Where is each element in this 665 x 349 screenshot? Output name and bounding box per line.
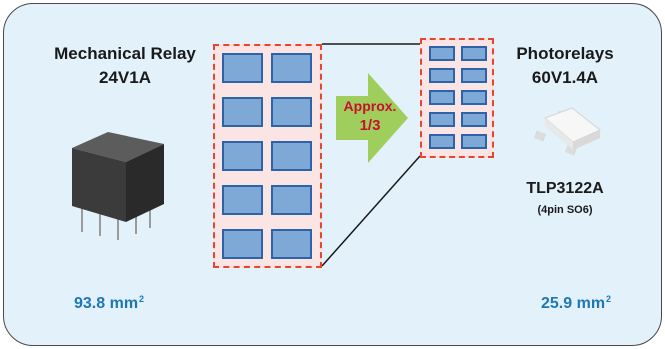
connector-line-bottom bbox=[321, 155, 421, 267]
mechanical-relay-image bbox=[72, 132, 164, 240]
footprint-cell bbox=[429, 68, 455, 83]
footprint-cell bbox=[222, 229, 263, 259]
footprint-cell bbox=[222, 97, 263, 127]
area-unit-superscript: 2 bbox=[606, 294, 612, 304]
footprint-cell bbox=[222, 185, 263, 215]
photorelay-package: (4pin SO6) bbox=[537, 204, 593, 216]
mechanical-relay-title: Mechanical Relay bbox=[54, 44, 196, 63]
ratio-label-line1: Approx. bbox=[343, 98, 397, 114]
footprint-cell bbox=[271, 97, 312, 127]
footprint-cell bbox=[271, 53, 312, 83]
photorelay-part-number: TLP3122A bbox=[526, 180, 604, 197]
footprint-cell bbox=[271, 141, 312, 171]
footprint-cell bbox=[429, 46, 455, 61]
footprint-cell bbox=[271, 229, 312, 259]
reduction-arrow bbox=[336, 73, 408, 163]
photorelay-footprint-grid bbox=[420, 38, 494, 158]
area-unit-superscript: 2 bbox=[139, 294, 145, 304]
footprint-cell bbox=[429, 90, 455, 105]
mechanical-relay-heading: Mechanical Relay 24V1A bbox=[40, 42, 210, 90]
photorelay-image bbox=[533, 107, 601, 156]
footprint-cell bbox=[461, 134, 487, 149]
photorelay-area: 25.9 mm2 bbox=[541, 294, 611, 313]
mechanical-relay-area-value: 93.8 mm bbox=[74, 295, 139, 312]
relay-footprint-grid bbox=[213, 44, 322, 268]
mechanical-relay-area: 93.8 mm2 bbox=[74, 294, 144, 313]
photorelay-heading: Photorelays 60V1.4A bbox=[505, 42, 625, 90]
footprint-cell bbox=[461, 112, 487, 127]
footprint-cell bbox=[222, 141, 263, 171]
mechanical-relay-rating: 24V1A bbox=[99, 68, 151, 87]
photorelay-area-value: 25.9 mm bbox=[541, 295, 606, 312]
footprint-cell bbox=[461, 68, 487, 83]
footprint-cell bbox=[461, 46, 487, 61]
footprint-cell bbox=[271, 185, 312, 215]
footprint-cell bbox=[429, 112, 455, 127]
ratio-label-line2: 1/3 bbox=[359, 117, 381, 134]
photorelay-title: Photorelays bbox=[516, 44, 614, 63]
photorelay-rating: 60V1.4A bbox=[531, 68, 599, 87]
footprint-cell bbox=[222, 53, 263, 83]
footprint-cell bbox=[429, 134, 455, 149]
footprint-cell bbox=[461, 90, 487, 105]
